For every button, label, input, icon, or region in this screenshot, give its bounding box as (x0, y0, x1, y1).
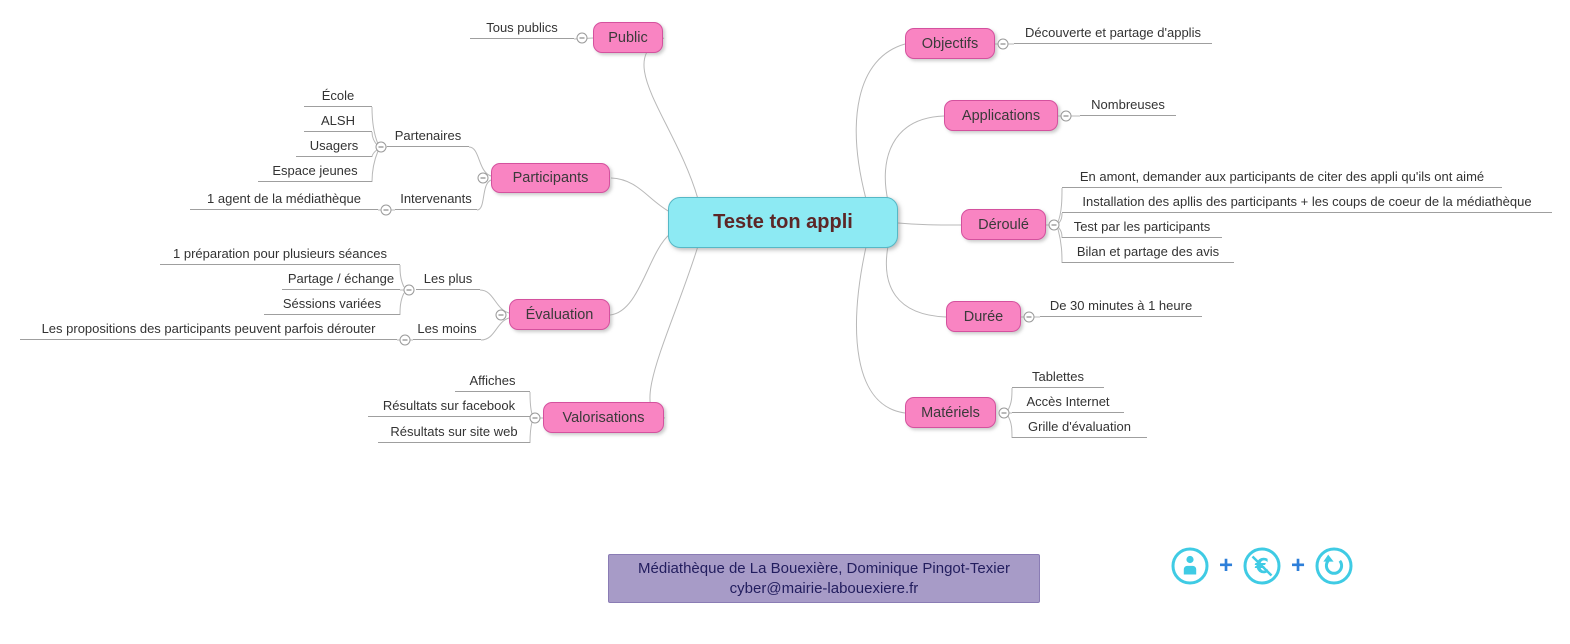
node-public-label: Public (608, 29, 648, 46)
node-objectifs[interactable]: Objectifs (905, 28, 995, 59)
node-participants-label: Participants (512, 170, 589, 186)
fold-toggle-icon[interactable] (529, 412, 541, 424)
fold-toggle-icon[interactable] (997, 38, 1009, 50)
leaf-partage-echange[interactable]: Partage / échange (282, 269, 400, 290)
node-duree[interactable]: Durée (946, 301, 1021, 332)
leaf-usagers[interactable]: Usagers (296, 136, 372, 157)
credits-line1: Médiathèque de La Bouexière, Dominique P… (638, 559, 1010, 577)
leaf-affiches[interactable]: Affiches (455, 371, 530, 392)
leaf-espace-jeunes[interactable]: Espace jeunes (258, 161, 372, 182)
leaf-deroule-bilan[interactable]: Bilan et partage des avis (1062, 242, 1234, 263)
node-duree-label: Durée (963, 308, 1004, 325)
subnode-les-moins[interactable]: Les moins (413, 319, 481, 340)
leaf-ecole[interactable]: École (304, 86, 372, 107)
leaf-deroule-test[interactable]: Test par les participants (1062, 217, 1222, 238)
cc-noncommercial-euro-icon: € (1243, 547, 1281, 585)
leaf-alsh[interactable]: ALSH (304, 111, 372, 132)
fold-toggle-icon[interactable] (495, 309, 507, 321)
leaf-decouverte-partage[interactable]: Découverte et partage d'applis (1014, 23, 1212, 44)
subnode-partenaires[interactable]: Partenaires (387, 126, 469, 147)
node-materiels-label: Matériels (921, 404, 980, 421)
root-node[interactable]: Teste ton appli (668, 197, 898, 248)
leaf-tous-publics[interactable]: Tous publics (470, 18, 574, 39)
leaf-preparation[interactable]: 1 préparation pour plusieurs séances (160, 244, 400, 265)
node-public[interactable]: Public (593, 22, 663, 53)
cc-sharealike-icon (1315, 547, 1353, 585)
leaf-tablettes[interactable]: Tablettes (1012, 367, 1104, 388)
leaf-duree-30min[interactable]: De 30 minutes à 1 heure (1040, 296, 1202, 317)
node-objectifs-label: Objectifs (921, 35, 979, 52)
leaf-agent-mediatheque[interactable]: 1 agent de la médiathèque (190, 189, 378, 210)
fold-toggle-icon[interactable] (576, 32, 588, 44)
node-valorisations[interactable]: Valorisations (543, 402, 664, 433)
credits-box: Médiathèque de La Bouexière, Dominique P… (608, 554, 1040, 603)
leaf-nombreuses[interactable]: Nombreuses (1080, 95, 1176, 116)
leaf-deroule-installation[interactable]: Installation des apllis des participants… (1062, 192, 1552, 213)
leaf-acces-internet[interactable]: Accès Internet (1012, 392, 1124, 413)
fold-toggle-icon[interactable] (1060, 110, 1072, 122)
leaf-resultats-facebook[interactable]: Résultats sur facebook (368, 396, 530, 417)
credits-line2: cyber@mairie-labouexiere.fr (729, 579, 919, 597)
plus-separator: + (1219, 552, 1234, 579)
fold-toggle-icon[interactable] (399, 334, 411, 346)
leaf-resultats-site-web[interactable]: Résultats sur site web (378, 422, 530, 443)
node-applications-label: Applications (961, 107, 1041, 124)
fold-toggle-icon[interactable] (1023, 311, 1035, 323)
root-node-label: Teste ton appli (713, 211, 853, 233)
subnode-les-plus[interactable]: Les plus (416, 269, 480, 290)
leaf-grille-evaluation[interactable]: Grille d'évaluation (1012, 417, 1147, 438)
node-materiels[interactable]: Matériels (905, 397, 996, 428)
node-deroule-label: Déroulé (978, 216, 1029, 233)
node-participants[interactable]: Participants (491, 163, 610, 193)
node-deroule[interactable]: Déroulé (961, 209, 1046, 240)
node-evaluation-label: Évaluation (525, 306, 594, 323)
fold-toggle-icon[interactable] (998, 407, 1010, 419)
subnode-intervenants[interactable]: Intervenants (395, 189, 477, 210)
node-valorisations-label: Valorisations (562, 409, 645, 426)
leaf-deroule-en-amont[interactable]: En amont, demander aux participants de c… (1062, 167, 1502, 188)
leaf-propositions[interactable]: Les propositions des participants peuven… (20, 319, 397, 340)
node-applications[interactable]: Applications (944, 100, 1058, 131)
node-evaluation[interactable]: Évaluation (509, 299, 610, 330)
fold-toggle-icon[interactable] (403, 284, 415, 296)
fold-toggle-icon[interactable] (375, 141, 387, 153)
fold-toggle-icon[interactable] (380, 204, 392, 216)
plus-separator: + (1291, 552, 1306, 579)
leaf-sessions-variees[interactable]: Séssions variées (264, 294, 400, 315)
fold-toggle-icon[interactable] (1048, 219, 1060, 231)
fold-toggle-icon[interactable] (477, 172, 489, 184)
license-icons: + € + (1170, 546, 1354, 586)
cc-attribution-icon (1171, 547, 1209, 585)
